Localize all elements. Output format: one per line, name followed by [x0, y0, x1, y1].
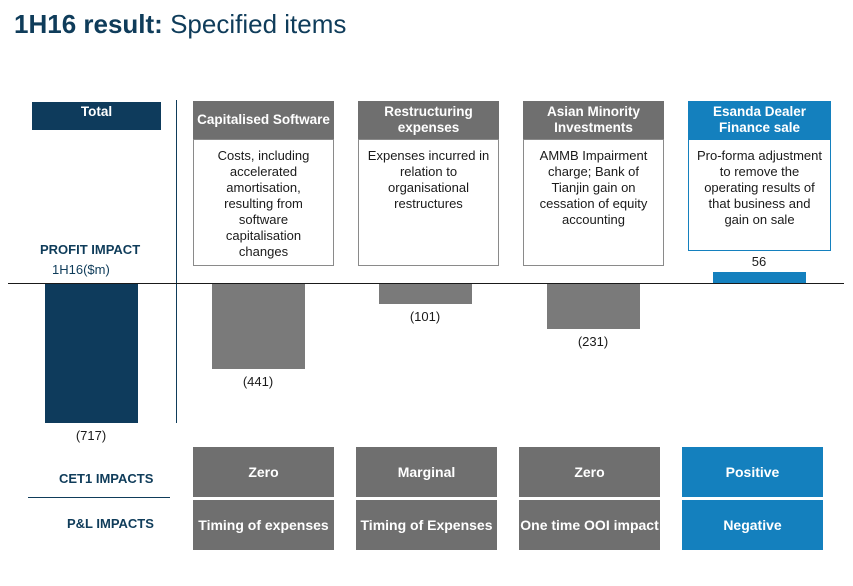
value-label-restructuring: (101) — [409, 308, 441, 324]
title-bold: 1H16 result: — [14, 9, 163, 39]
separator-line — [176, 100, 177, 423]
title-rest: Specified items — [170, 9, 347, 39]
desc-capitalised-software: Costs, including accelerated amortisatio… — [193, 139, 334, 266]
pl-capitalised-software: Timing of expenses — [193, 500, 334, 550]
desc-restructuring: Expenses incurred in relation to organis… — [358, 139, 499, 266]
header-total: Total — [32, 102, 161, 130]
pl-restructuring: Timing of Expenses — [356, 500, 497, 550]
cet1-esanda: Positive — [682, 447, 823, 497]
header-asian-minority: Asian Minority Investments — [523, 101, 664, 139]
header-esanda: Esanda Dealer Finance sale — [688, 101, 831, 139]
cet1-asian-minority: Zero — [519, 447, 660, 497]
bar-asian-minority — [546, 284, 640, 329]
value-label-asian-minority: (231) — [577, 333, 609, 349]
value-label-esanda: 56 — [751, 254, 767, 270]
cet1-capitalised-software: Zero — [193, 447, 334, 497]
period-unit-label: 1H16($m) — [52, 262, 110, 277]
value-label-capitalised-software: (441) — [242, 374, 274, 390]
desc-esanda: Pro-forma adjustment to remove the opera… — [688, 139, 831, 251]
bar-esanda — [712, 272, 806, 283]
bar-total — [44, 284, 138, 423]
desc-asian-minority: AMMB Impairment charge; Bank of Tianjin … — [523, 139, 664, 266]
impacts-divider — [28, 497, 170, 498]
zero-baseline — [8, 283, 844, 284]
page-title: 1H16 result: Specified items — [14, 9, 346, 40]
value-label-total: (717) — [75, 428, 107, 443]
profit-impact-label: PROFIT IMPACT — [40, 242, 141, 257]
cet1-restructuring: Marginal — [356, 447, 497, 497]
pl-esanda: Negative — [682, 500, 823, 550]
pl-asian-minority: One time OOI impact — [519, 500, 660, 550]
pl-impacts-label: P&L IMPACTS — [67, 516, 154, 531]
header-capitalised-software: Capitalised Software — [193, 101, 334, 139]
cet1-impacts-label: CET1 IMPACTS — [59, 471, 154, 486]
header-restructuring: Restructuring expenses — [358, 101, 499, 139]
bar-capitalised-software — [211, 284, 305, 370]
bar-restructuring — [378, 284, 472, 304]
